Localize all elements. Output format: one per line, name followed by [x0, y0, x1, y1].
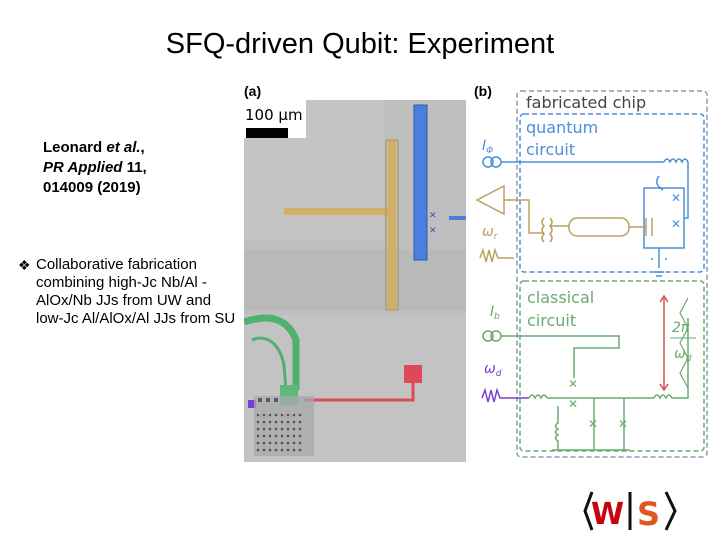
bullet-item: ❖ Collaborative fabrication combining hi… — [18, 256, 236, 328]
citation-author: Leonard — [43, 139, 103, 156]
period-num: 2π — [672, 320, 690, 336]
quantum-label-2: circuit — [526, 140, 575, 159]
svg-text:✕: ✕ — [671, 191, 681, 205]
left-angle-icon — [583, 491, 594, 531]
quantum-circuit-box — [519, 113, 705, 273]
red-trace — [304, 383, 415, 402]
panel-a-label: (a) — [244, 83, 262, 99]
sym-wd: ωd — [484, 361, 502, 379]
green-trace — [244, 314, 300, 390]
gold-stem-outline — [385, 139, 399, 311]
citation-journal: PR Applied — [43, 159, 123, 176]
svg-text:✕: ✕ — [568, 377, 578, 391]
chip-micrograph: ✕ ✕ 100 μm — [244, 100, 466, 462]
university-logos: W S — [583, 491, 677, 533]
svg-text:✕: ✕ — [618, 417, 628, 431]
scale-bar — [246, 128, 288, 138]
period-den: ωd — [674, 346, 692, 364]
circuit-schematic: fabricated chip quantum circuit classica… — [475, 90, 708, 458]
classical-circuit-box — [519, 280, 705, 452]
drive-source-icon — [481, 387, 514, 403]
citation: Leonard et al., PR Applied 11, 014009 (2… — [43, 138, 243, 198]
gold-arm-horizontal — [284, 208, 390, 215]
sym-ib: Ib — [490, 304, 500, 322]
iphi-source-icon — [482, 156, 494, 168]
diamond-bullet-icon: ❖ — [18, 257, 31, 273]
quantum-label-1: quantum — [526, 118, 598, 137]
sfq-pulse-train-icon — [679, 297, 689, 389]
svg-text:✕: ✕ — [429, 211, 437, 221]
wisconsin-logo: W — [591, 497, 624, 532]
amplifier-icon — [475, 184, 505, 216]
scale-bar-label: 100 μm — [245, 106, 303, 124]
classical-label-1: classical — [527, 288, 594, 307]
right-angle-icon — [664, 491, 677, 531]
syracuse-logo: S — [637, 495, 660, 533]
svg-text:✕: ✕ — [568, 397, 578, 411]
citation-comma: , — [140, 139, 145, 156]
chip-label: fabricated chip — [526, 93, 646, 112]
inductor-icon — [663, 158, 689, 164]
coax-resonator — [568, 217, 630, 237]
bullet-text: Collaborative fabrication combining high… — [36, 256, 236, 327]
ib-source-icon — [482, 330, 494, 342]
dot-grid — [256, 413, 302, 452]
fabricated-chip-box — [516, 90, 708, 458]
svg-text:✕: ✕ — [588, 417, 598, 431]
svg-text:✕: ✕ — [429, 226, 437, 236]
sym-iphi: IΦ — [482, 138, 493, 156]
panel-b-label: (b) — [474, 83, 492, 99]
purple-pad — [248, 400, 256, 408]
classical-label-2: circuit — [527, 311, 576, 330]
slide-title: SFQ-driven Qubit: Experiment — [165, 28, 555, 60]
citation-etal: et al. — [102, 139, 141, 156]
citation-volume: 11, — [122, 159, 147, 176]
svg-text:✕: ✕ — [671, 217, 681, 231]
red-pad — [404, 365, 422, 383]
blue-resonator — [413, 104, 428, 261]
noise-source-icon — [479, 247, 514, 263]
citation-pages: 014009 (2019) — [43, 179, 141, 196]
sym-wr: ωr — [482, 224, 499, 242]
gold-stem — [388, 140, 396, 310]
